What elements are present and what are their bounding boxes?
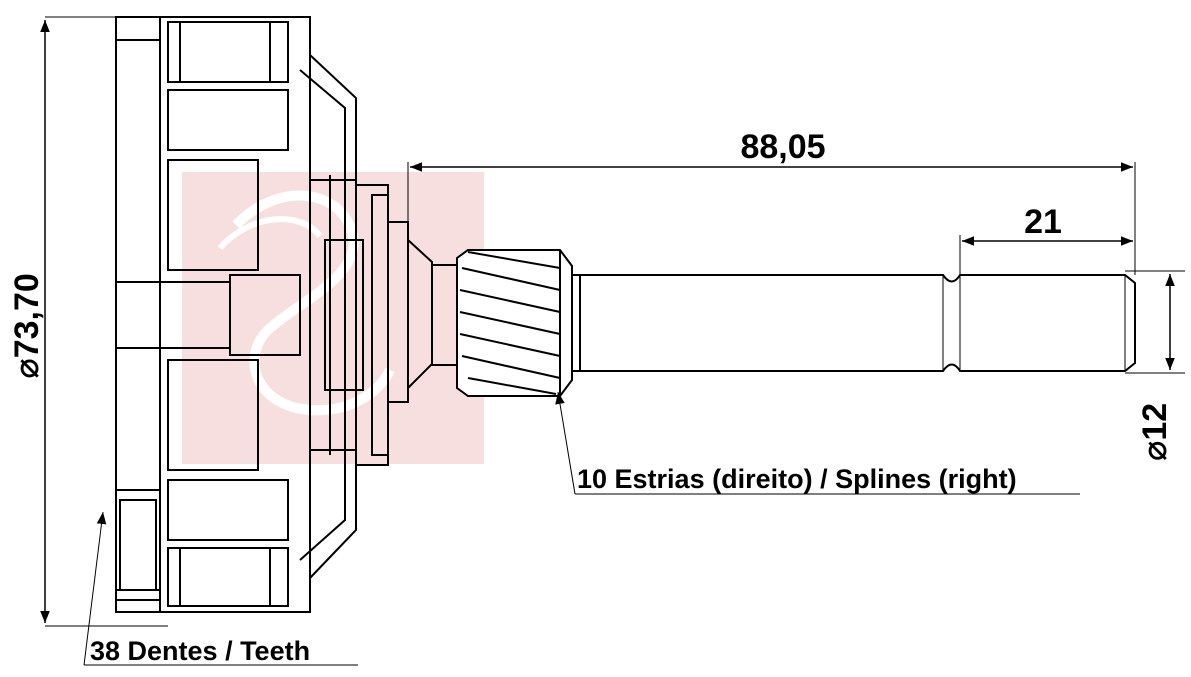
dimension-length-88-05: 88,05 (407, 128, 1136, 275)
dimension-diameter-73-70: ⌀73,70 (8, 16, 168, 627)
gear-body (115, 16, 458, 613)
dimension-label-overall-diameter: ⌀73,70 (8, 273, 46, 379)
dimension-label-shaft-length: 88,05 (740, 128, 825, 166)
dimension-label-end-length: 21 (1024, 203, 1062, 241)
leader-splines: 10 Estrias (direito) / Splines (right) (555, 391, 1080, 495)
note-splines: 10 Estrias (direito) / Splines (right) (577, 464, 1017, 494)
dimension-length-21: 21 (959, 203, 1133, 275)
note-teeth: 38 Dentes / Teeth (90, 636, 310, 666)
dimension-diameter-12: ⌀12 (1125, 270, 1185, 461)
dimension-label-shaft-diameter: ⌀12 (1136, 403, 1174, 461)
shaft (571, 274, 1136, 372)
leader-teeth: 38 Dentes / Teeth (83, 511, 358, 666)
pinion (456, 249, 573, 397)
watermark-logo (182, 172, 484, 464)
